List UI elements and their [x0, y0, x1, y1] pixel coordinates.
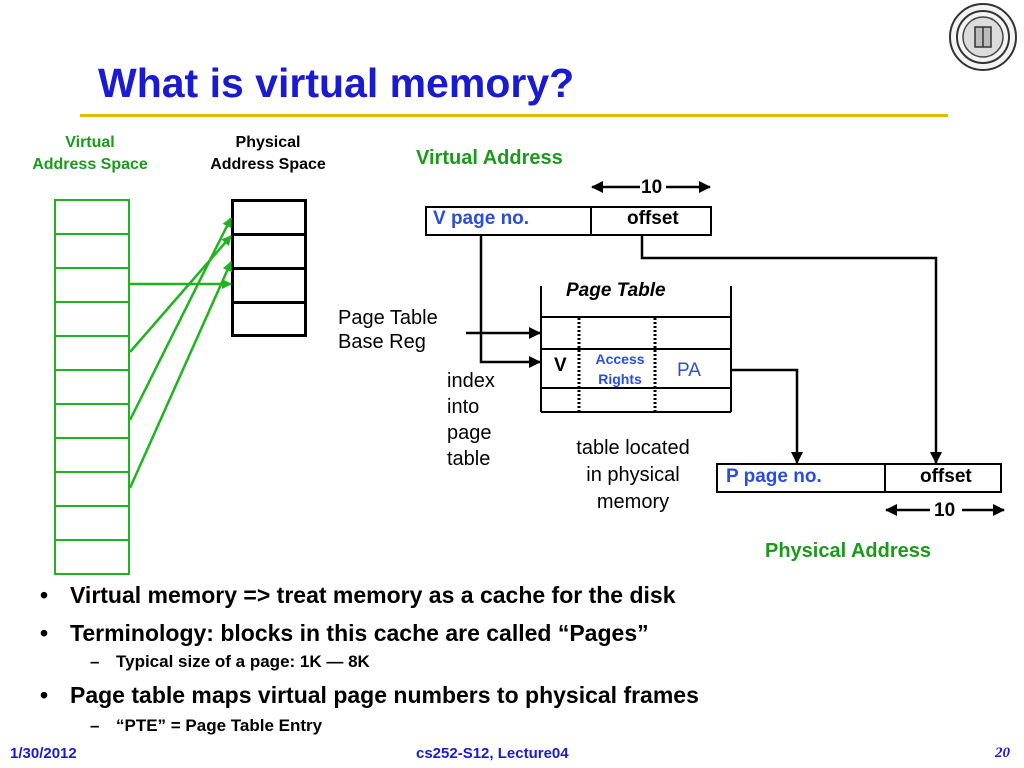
bullet-list: •Virtual memory => treat memory as a cac… — [40, 582, 699, 740]
mapping-arrow — [128, 217, 233, 421]
virtual-space-label-line2: Address Space — [32, 156, 148, 173]
pte-access-rights: Access Rights — [585, 349, 655, 389]
offset-width-top: 10 — [641, 177, 663, 198]
bullet-text: Page table maps virtual page numbers to … — [70, 682, 699, 708]
index-line2: into — [447, 396, 480, 418]
index-line1: index — [447, 370, 495, 392]
page-table-title: Page Table — [566, 280, 666, 301]
page-table-base-reg-label: Page Table Base Reg — [338, 306, 438, 354]
subbullet-text: “PTE” = Page Table Entry — [116, 716, 323, 735]
university-seal-icon — [948, 2, 1018, 72]
index-line3: page — [447, 422, 492, 444]
virtual-space-label: Virtual Address Space — [10, 132, 170, 176]
va-offset-field: offset — [627, 208, 679, 229]
p-page-no-field: P page no. — [726, 466, 822, 487]
bullet-item: •Virtual memory => treat memory as a cac… — [40, 582, 676, 608]
ptbr-line2: Base Reg — [338, 331, 426, 353]
v-page-no-field: V page no. — [433, 208, 530, 229]
physical-address-register — [716, 463, 1002, 493]
bullet-text: Virtual memory => treat memory as a cach… — [70, 582, 676, 608]
ptbr-line1: Page Table — [338, 307, 438, 329]
offset-width-bottom: 10 — [934, 500, 956, 521]
footer-date: 1/30/2012 — [10, 745, 77, 762]
physical-space-label-line1: Physical — [235, 134, 301, 151]
va-divider — [590, 206, 592, 236]
slide-title: What is virtual memory? — [98, 60, 575, 106]
bullet-item: •Page table maps virtual page numbers to… — [40, 682, 699, 708]
located-line3: memory — [596, 491, 670, 513]
bullet-text: Terminology: blocks in this cache are ca… — [70, 620, 649, 646]
rights-line: Rights — [598, 371, 642, 387]
physical-space-label: Physical Address Space — [188, 132, 348, 176]
table-located-label: table located in physical memory — [553, 435, 713, 516]
located-line2: in physical — [586, 464, 680, 486]
mapping-arrow — [129, 235, 232, 353]
mapping-arrow — [128, 261, 233, 489]
pte-pa: PA — [677, 360, 701, 381]
subbullet-item: –Typical size of a page: 1K — 8K — [90, 652, 370, 671]
footer-page-number: 20 — [995, 745, 1010, 761]
physical-address-label: Physical Address — [765, 540, 932, 562]
virtual-page — [54, 539, 130, 575]
pa-offset-field: offset — [920, 466, 972, 487]
virtual-space-label-line1: Virtual — [65, 134, 115, 151]
title-underline — [80, 114, 948, 117]
physical-space-label-line2: Address Space — [210, 156, 326, 173]
virtual-address-label: Virtual Address — [416, 147, 563, 169]
subbullet-item: –“PTE” = Page Table Entry — [90, 716, 323, 735]
subbullet-text: Typical size of a page: 1K — 8K — [116, 652, 370, 671]
pte-valid-bit: V — [554, 355, 567, 376]
bullet-item: •Terminology: blocks in this cache are c… — [40, 620, 649, 646]
access-line: Access — [595, 351, 645, 367]
physical-frame — [231, 301, 307, 337]
located-line1: table located — [576, 437, 690, 459]
virtual-address-register — [425, 206, 712, 236]
index-line4: table — [447, 448, 491, 470]
pa-divider — [884, 463, 886, 493]
footer-course: cs252-S12, Lecture04 — [416, 745, 569, 762]
index-into-page-table-label: index into page table — [447, 368, 495, 472]
